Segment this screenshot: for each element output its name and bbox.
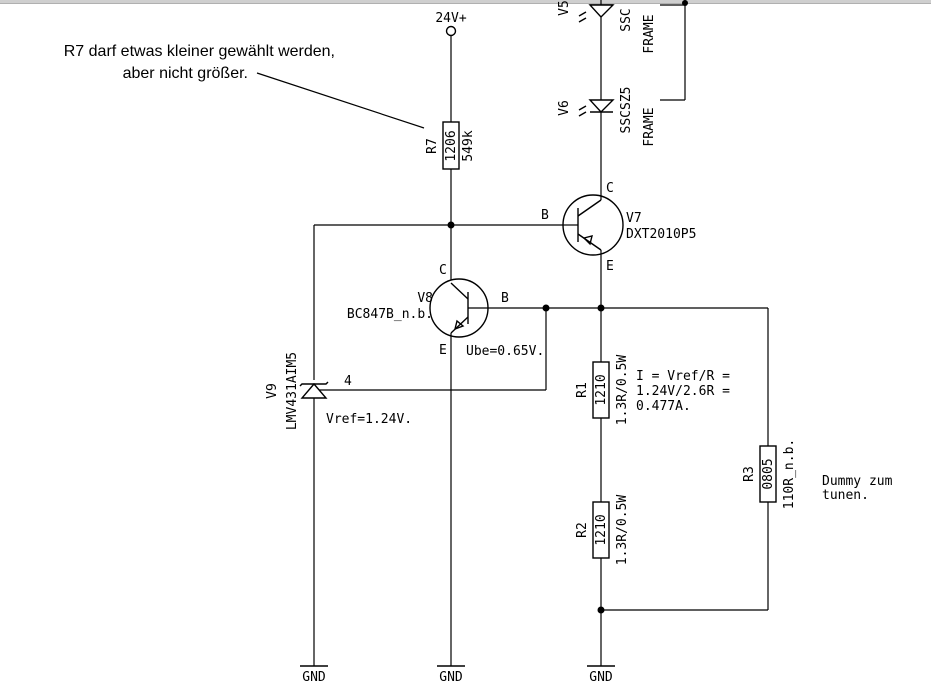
v7-pin-c: C bbox=[606, 181, 614, 196]
r1-value: 1.3R/0.5W bbox=[615, 355, 630, 426]
ube-annotation: Ube=0.65V. bbox=[466, 344, 544, 359]
v8-ref: V8 bbox=[417, 291, 433, 306]
r3-package: 0805 bbox=[761, 458, 776, 489]
v7-collector-lead bbox=[577, 199, 602, 217]
formula-line-1: I = Vref/R = bbox=[636, 369, 730, 384]
v9-part: LMV431AIM5 bbox=[285, 352, 300, 430]
vref-annotation: Vref=1.24V. bbox=[326, 412, 412, 427]
r2-package: 1210 bbox=[594, 514, 609, 545]
gnd-label-2: GND bbox=[439, 670, 463, 685]
junction-frame bbox=[682, 0, 688, 6]
shunt-regulator-v9 bbox=[300, 382, 328, 399]
v9-pin: 4 bbox=[344, 374, 352, 389]
v8-part: BC847B_n.b. bbox=[347, 307, 433, 322]
v6-arrow-1 bbox=[578, 105, 587, 111]
r7-ref: R7 bbox=[425, 138, 440, 154]
v5-ref: V5 bbox=[557, 0, 572, 16]
v9-ref: V9 bbox=[265, 383, 280, 399]
v7-emitter-lead bbox=[577, 233, 602, 251]
gnd-label-3: GND bbox=[589, 670, 613, 685]
led-v6 bbox=[588, 99, 615, 114]
led-v5 bbox=[588, 4, 615, 19]
v5-part2: FRAME bbox=[642, 14, 657, 53]
v8-emitter-lead bbox=[450, 316, 469, 334]
r2-ref: R2 bbox=[575, 522, 590, 538]
r2-value: 1.3R/0.5W bbox=[615, 495, 630, 566]
formula-line-2: 1.24V/2.6R = bbox=[636, 384, 730, 399]
v7-part: DXT2010P5 bbox=[626, 227, 696, 242]
note-line-2: aber nicht größer. bbox=[123, 65, 248, 82]
r1-package: 1210 bbox=[594, 374, 609, 405]
v9-cathode-bar bbox=[299, 381, 329, 387]
v8-collector-lead bbox=[450, 282, 469, 300]
v5-arrow-1 bbox=[578, 11, 587, 17]
r3-ref: R3 bbox=[742, 466, 757, 482]
r1-ref: R1 bbox=[575, 382, 590, 398]
v6-part: SSCSZ5 bbox=[619, 87, 634, 134]
r7-value: 549k bbox=[461, 130, 476, 161]
supply-label: 24V+ bbox=[435, 11, 466, 26]
formula-line-3: 0.477A. bbox=[636, 399, 691, 414]
v7-pin-e: E bbox=[606, 259, 614, 274]
window-top-border bbox=[0, 0, 931, 4]
dummy-line-1: Dummy zum bbox=[822, 474, 893, 489]
v7-ref: V7 bbox=[626, 211, 642, 226]
r7-package: 1206 bbox=[444, 130, 459, 161]
v8-pin-c: C bbox=[439, 263, 447, 278]
r3-value: 110R_n.b. bbox=[782, 439, 797, 509]
v5-part: SSC bbox=[619, 8, 634, 31]
v8-pin-b: B bbox=[501, 291, 509, 306]
v5-arrow-2 bbox=[578, 17, 587, 23]
v6-ref: V6 bbox=[557, 100, 572, 116]
v7-pin-b: B bbox=[541, 208, 549, 223]
dummy-line-2: tunen. bbox=[822, 488, 869, 503]
gnd-label-1: GND bbox=[302, 670, 326, 685]
v6-part2: FRAME bbox=[642, 107, 657, 146]
supply-terminal bbox=[445, 25, 457, 37]
v7-emitter-arrow bbox=[582, 235, 593, 246]
v6-arrow-2 bbox=[578, 111, 587, 117]
note-pointer-line bbox=[256, 72, 425, 129]
v8-pin-e: E bbox=[439, 343, 447, 358]
note-line-1: R7 darf etwas kleiner gewählt werden, bbox=[64, 43, 335, 60]
v8-emitter-arrow bbox=[453, 319, 465, 331]
